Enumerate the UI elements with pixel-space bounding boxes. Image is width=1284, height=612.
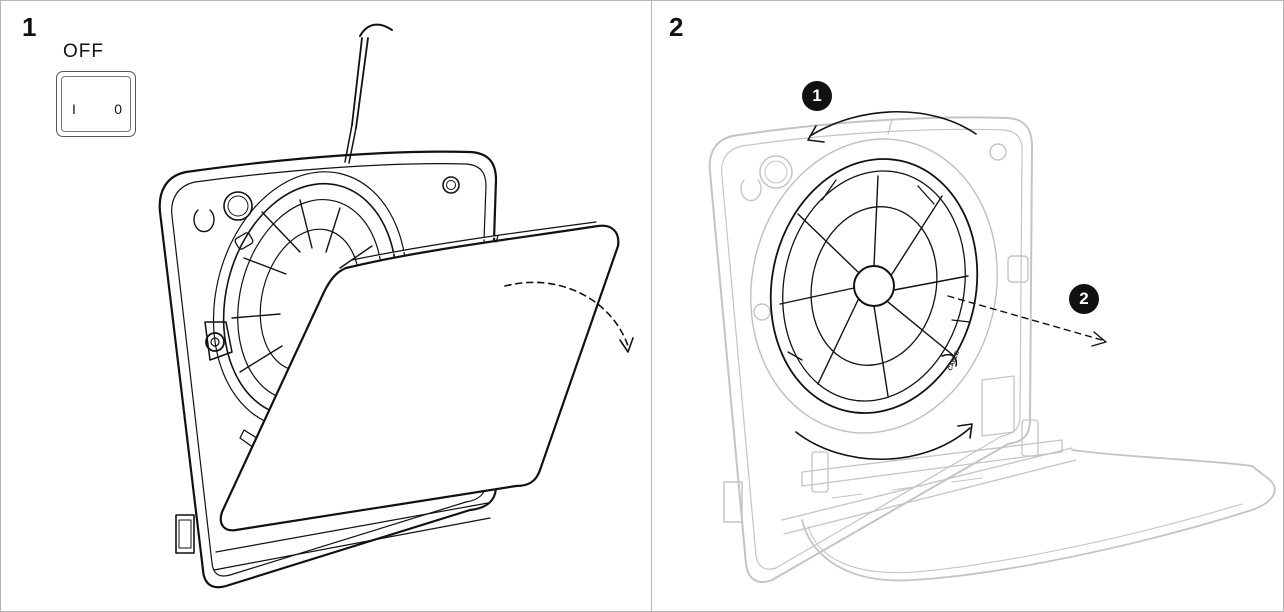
- step-2-panel: 2: [651, 0, 1284, 612]
- pull-out-dashed-arrow: [947, 295, 1107, 347]
- switch-off-symbol: 0: [114, 101, 122, 117]
- fan-grille: [750, 138, 998, 434]
- power-switch-icon: I 0: [56, 71, 136, 137]
- step-number: 2: [669, 12, 684, 42]
- step-1-panel: 1 OFF I 0: [22, 12, 634, 589]
- front-cover: [219, 221, 620, 532]
- fan-housing-faded: [708, 116, 1276, 583]
- screwdriver-icon: [344, 23, 393, 164]
- switch-off-label: OFF: [63, 41, 104, 62]
- step-number: 1: [22, 12, 37, 42]
- switch-on-symbol: I: [72, 101, 76, 117]
- fan-housing: [158, 150, 498, 589]
- switch-rocker: I 0: [61, 76, 131, 132]
- fan-grille-removal-illustration: [708, 110, 1276, 583]
- dashed-rotation-arrow: [504, 281, 634, 353]
- rotate-arrow-bottom-icon: [795, 423, 973, 460]
- fan-front-cover-opening-illustration: [158, 23, 634, 589]
- step-marker-2: 2: [1069, 284, 1099, 314]
- step-marker-1: 1: [802, 81, 832, 111]
- rotate-arrow-top-icon: [807, 110, 977, 143]
